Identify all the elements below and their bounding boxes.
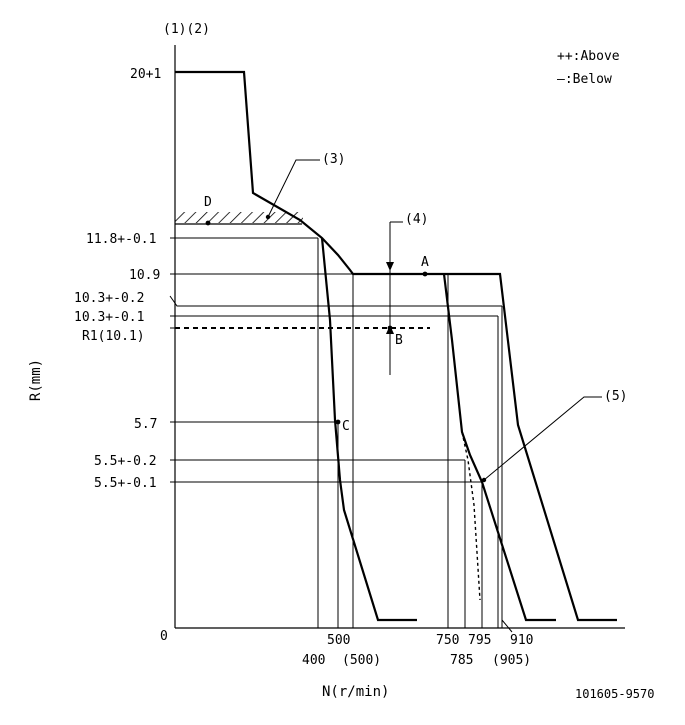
legend-below: —:Below xyxy=(557,72,612,87)
x-tick-785: 785 xyxy=(450,653,473,668)
dashed-branch-curve xyxy=(461,431,481,601)
callout-5-marker xyxy=(481,477,487,483)
y-tick-5-7: 5.7 xyxy=(134,417,157,432)
callout-3-label: (3) xyxy=(322,152,345,167)
x-tick-500: 500 xyxy=(327,633,350,648)
x-tick-500-paren: (500) xyxy=(342,653,381,668)
hatched-limit-area xyxy=(175,212,303,223)
point-d-label: D xyxy=(204,195,212,210)
callout-3-marker xyxy=(265,214,271,220)
point-b-label: B xyxy=(395,333,403,348)
y-tick-5-5-b: 5.5+-0.1 xyxy=(94,476,157,491)
callout-5-label: (5) xyxy=(604,389,627,404)
x-tick-905-paren: (905) xyxy=(492,653,531,668)
callout-4-label: (4) xyxy=(405,212,428,227)
y-tick-20: 20+1 xyxy=(130,67,161,82)
point-a-marker xyxy=(422,271,428,277)
y-tick-11-8: 11.8+-0.1 xyxy=(86,232,156,247)
indicator-4 xyxy=(386,221,403,375)
x-reference-lines xyxy=(317,238,513,633)
callout-5-leader xyxy=(483,396,602,481)
point-c-marker xyxy=(335,419,341,425)
callout-3-leader xyxy=(267,159,320,218)
y-tick-10-9: 10.9 xyxy=(129,268,160,283)
x-tick-795: 795 xyxy=(468,633,491,648)
point-c-label: C xyxy=(342,419,350,434)
x-axis-title: N(r/min) xyxy=(322,684,389,700)
y-tick-5-5-a: 5.5+-0.2 xyxy=(94,454,157,469)
mid-cutoff-curve xyxy=(442,273,556,622)
drawing-number: 101605-9570 xyxy=(575,687,654,701)
full-load-curve xyxy=(175,70,617,622)
idle-cutoff-curve xyxy=(320,237,417,622)
origin-label: 0 xyxy=(160,629,168,644)
refs-label: (1)(2) xyxy=(163,22,210,37)
x-tick-910: 910 xyxy=(510,633,533,648)
point-d-marker xyxy=(205,220,211,226)
y-tick-10-3-a: 10.3+-0.2 xyxy=(74,291,144,306)
x-tick-400: 400 xyxy=(302,653,325,668)
y-tick-10-3-b: 10.3+-0.1 xyxy=(74,310,144,325)
legend-above: ++:Above xyxy=(557,49,620,64)
point-b-marker xyxy=(387,325,393,331)
y-tick-r1: R1(10.1) xyxy=(82,329,145,344)
point-a-label: A xyxy=(421,255,429,270)
y-axis-title: R(mm) xyxy=(28,359,44,401)
x-tick-750: 750 xyxy=(436,633,459,648)
